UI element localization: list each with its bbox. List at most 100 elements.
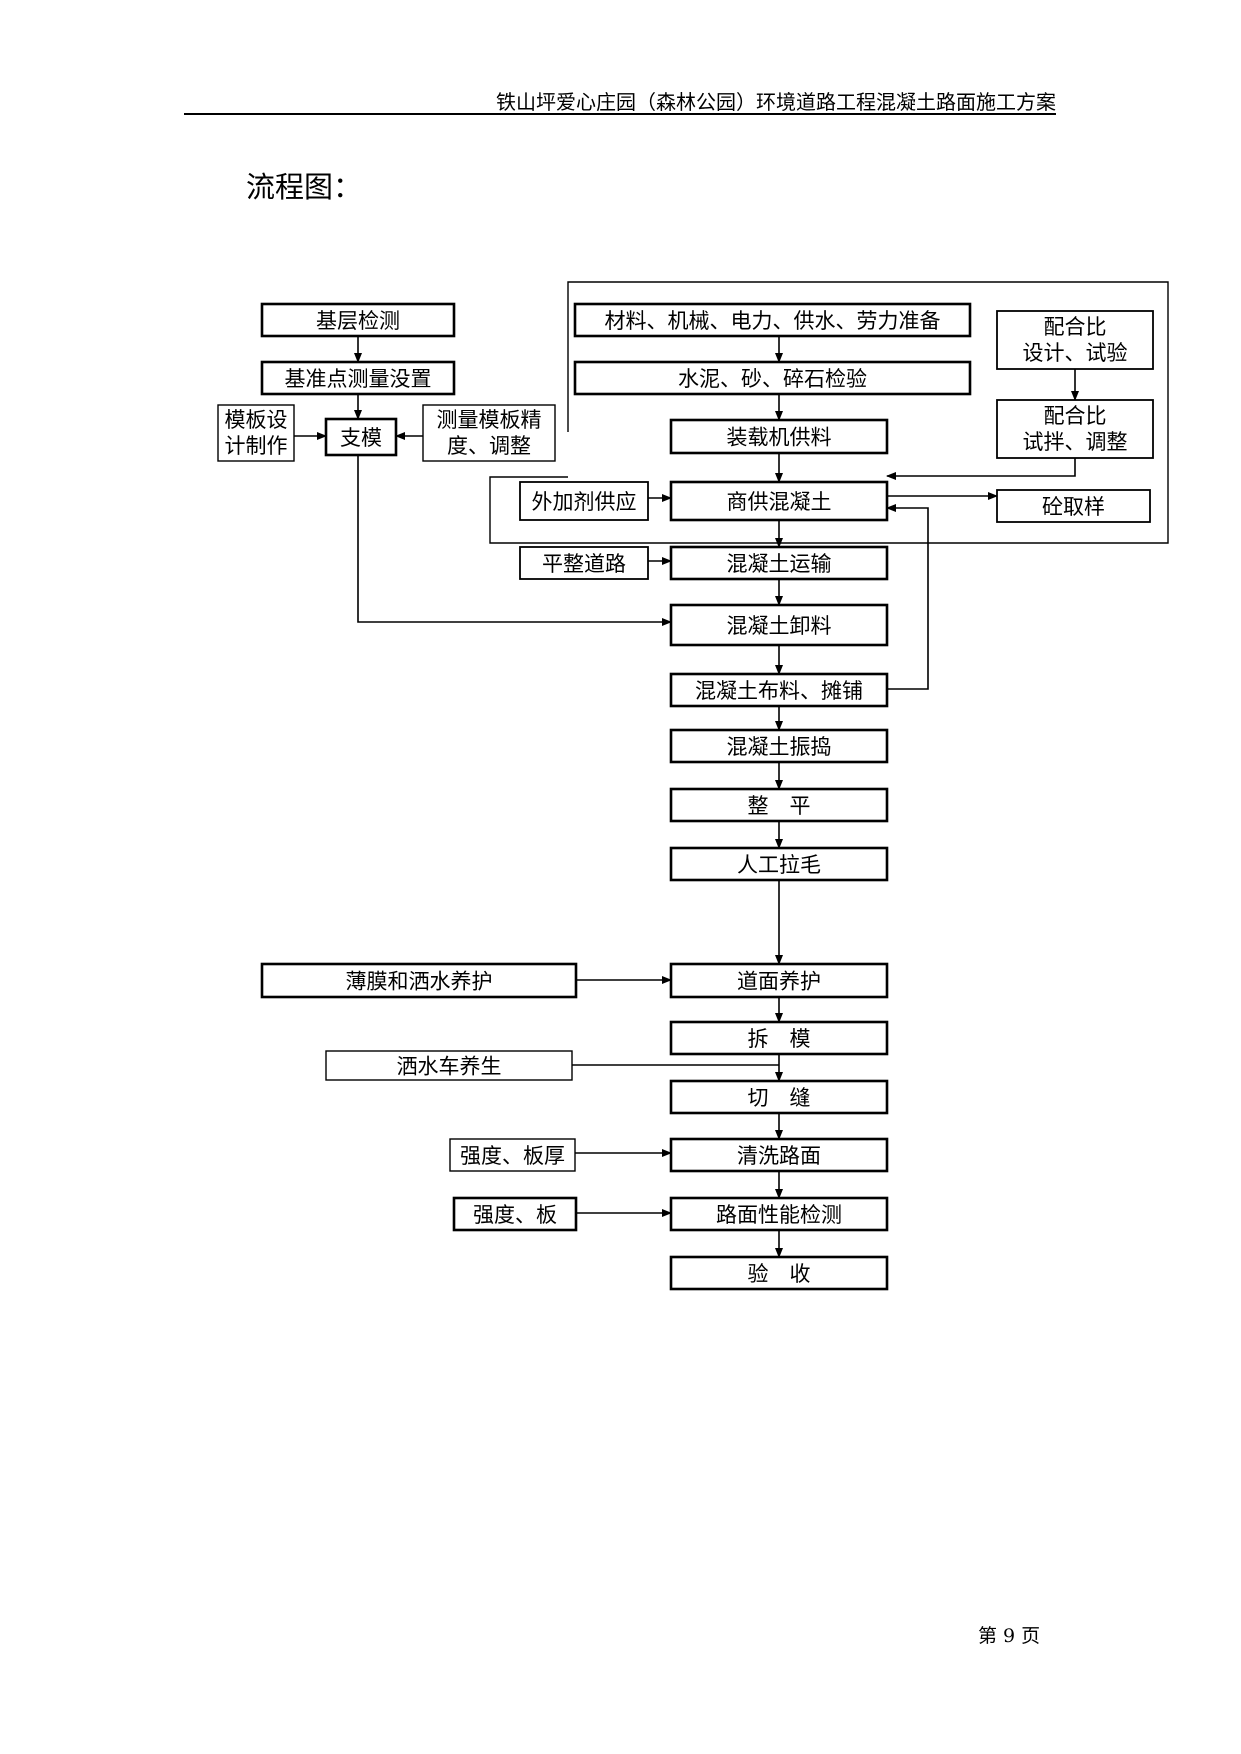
node-label-line: 试拌、调整	[1023, 430, 1128, 454]
node-label: 基准点测量没置	[285, 367, 432, 391]
node-level-road: 平整道路	[519, 546, 649, 580]
node-material-check: 水泥、砂、碎石检验	[573, 360, 972, 396]
node-label: 切 缝	[748, 1086, 811, 1110]
node-label: 支模	[340, 426, 382, 450]
node-box	[519, 546, 649, 580]
node-label: 水泥、砂、碎石检验	[678, 367, 867, 391]
node-box	[669, 1255, 889, 1291]
node-box	[669, 1137, 889, 1173]
node-film-curing: 薄膜和洒水养护	[260, 962, 578, 999]
node-box	[669, 418, 889, 455]
node-box	[452, 1196, 578, 1232]
node-commercial: 商供混凝土	[669, 480, 889, 522]
node-formwork: 支模	[324, 417, 398, 457]
node-datum-survey: 基准点测量没置	[260, 360, 456, 396]
node-box	[996, 489, 1151, 523]
node-box	[669, 545, 889, 581]
node-strength1: 强度、板厚	[449, 1138, 576, 1172]
node-label: 基层检测	[316, 309, 400, 333]
node-label: 砼取样	[1042, 495, 1105, 519]
node-form-removal: 拆 模	[669, 1020, 889, 1056]
node-box	[996, 310, 1154, 370]
node-box	[669, 603, 889, 647]
node-label: 材料、机械、电力、供水、劳力准备	[605, 309, 941, 333]
node-label: 整 平	[748, 794, 811, 818]
node-box	[260, 962, 578, 999]
node-label: 外加剂供应	[532, 490, 637, 514]
node-acceptance: 验 收	[669, 1255, 889, 1291]
node-strength2: 强度、板	[452, 1196, 578, 1232]
node-label-line: 设计、试验	[1023, 341, 1128, 365]
node-label-line: 模板设	[225, 408, 288, 432]
node-label: 清洗路面	[737, 1144, 821, 1168]
node-label: 装载机供料	[727, 426, 832, 450]
node-label: 路面性能检测	[716, 1203, 842, 1227]
node-label: 混凝土布料、摊铺	[695, 679, 863, 703]
node-label: 强度、板厚	[460, 1144, 565, 1168]
node-label: 混凝土卸料	[727, 614, 832, 638]
node-box	[449, 1138, 576, 1172]
material-supply-frame	[489, 281, 1169, 544]
node-label: 混凝土运输	[727, 552, 832, 576]
connector-arrow	[886, 458, 1076, 480]
node-label-line: 测量模板精	[437, 408, 542, 432]
node-box	[573, 360, 972, 396]
node-label: 验 收	[748, 1262, 811, 1286]
node-label: 道面养护	[737, 970, 821, 994]
node-label: 混凝土振捣	[727, 735, 832, 759]
node-label: 平整道路	[542, 552, 626, 576]
node-label-line: 度、调整	[447, 434, 531, 458]
node-texturing: 人工拉毛	[669, 846, 889, 882]
connector-arrow	[357, 455, 672, 626]
node-label: 人工拉毛	[737, 853, 821, 877]
header-rule	[184, 113, 1056, 115]
node-clean: 清洗路面	[669, 1137, 889, 1173]
node-label: 商供混凝土	[727, 490, 832, 514]
node-label: 拆 模	[748, 1027, 811, 1051]
header-title: 铁山坪爱心庄园（森林公园）环境道路工程混凝土路面施工方案	[496, 90, 1056, 114]
node-box	[324, 417, 398, 457]
node-box	[669, 787, 889, 823]
node-leveling: 整 平	[669, 787, 889, 823]
node-label: 薄膜和洒水养护	[346, 970, 493, 994]
section-title: 流程图：	[246, 170, 363, 204]
page-number: 第 9 页	[978, 1625, 1041, 1647]
node-box	[669, 1079, 889, 1115]
node-box	[573, 302, 972, 338]
node-box	[669, 480, 889, 522]
node-label: 洒水车养生	[397, 1055, 502, 1079]
node-box	[669, 1020, 889, 1056]
node-box	[669, 962, 889, 999]
node-spread: 混凝土布料、摊铺	[669, 672, 889, 708]
node-loader-feed: 装载机供料	[669, 418, 889, 455]
node-label-line: 配合比	[1044, 404, 1107, 428]
node-box	[260, 302, 456, 338]
node-truck-curing: 洒水车养生	[325, 1050, 573, 1081]
node-prep: 材料、机械、电力、供水、劳力准备	[573, 302, 972, 338]
node-box	[260, 360, 456, 396]
node-unload: 混凝土卸料	[669, 603, 889, 647]
node-base-check: 基层检测	[260, 302, 456, 338]
node-box	[669, 672, 889, 708]
connector-arrow	[886, 504, 929, 690]
node-box	[669, 728, 889, 764]
node-cut-joint: 切 缝	[669, 1079, 889, 1115]
node-box	[996, 399, 1154, 459]
node-box	[519, 481, 649, 521]
node-admixture: 外加剂供应	[519, 481, 649, 521]
node-box	[669, 846, 889, 882]
node-perf-test: 路面性能检测	[669, 1196, 889, 1232]
node-label-line: 计制作	[225, 434, 288, 458]
node-box	[325, 1050, 573, 1081]
node-sampling: 砼取样	[996, 489, 1151, 523]
node-transport: 混凝土运输	[669, 545, 889, 581]
node-box	[422, 404, 556, 462]
node-vibrate: 混凝土振捣	[669, 728, 889, 764]
node-label-line: 配合比	[1044, 315, 1107, 339]
node-label: 强度、板	[473, 1203, 557, 1227]
